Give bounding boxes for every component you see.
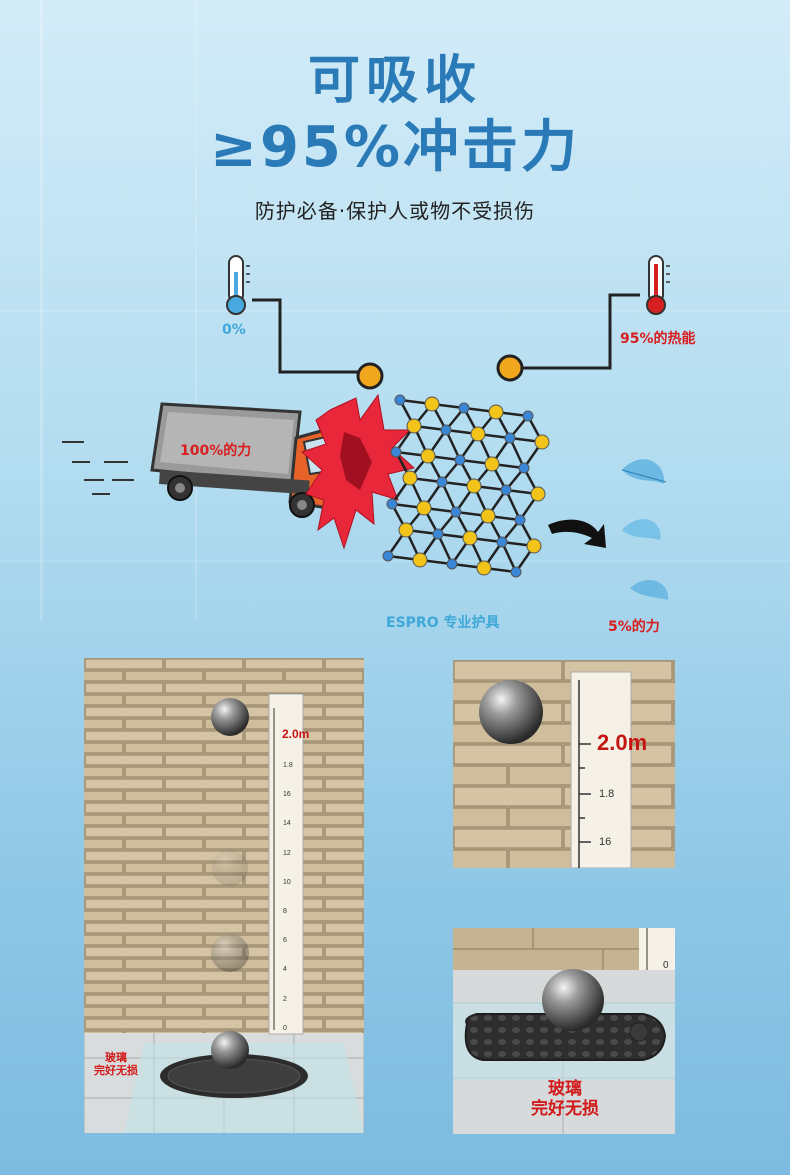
ruler-tick-label: 12 [283,849,291,857]
thermometer-cold-icon [226,255,250,315]
ruler-tick-label: 8 [283,908,287,915]
bg-light-streak [0,560,790,562]
lattice-bond [444,429,462,461]
lattice-node [534,434,550,450]
glass-intact-label: 玻璃 完好无损 [94,1051,138,1077]
bg-light-streak [0,310,790,312]
lattice-node [530,486,546,502]
lattice-node [466,478,482,494]
ruler-zoom-panel: 2.0m 1.8 16 [453,660,675,868]
lattice-node [462,530,478,546]
material-label: ESPRO 专业护具 [386,615,500,631]
impact-zoom-panel: 0 玻璃 完好无损 [453,928,675,1134]
zoom-glass-intact-label: 玻璃 完好无损 [531,1079,599,1119]
lattice-bond [436,533,454,565]
lattice-node [416,500,432,516]
output-force-label: 5%的力 [608,619,660,635]
bg-light-streak [195,0,197,620]
lattice-bond [504,489,522,521]
lattice-node [432,528,444,540]
lattice-node [496,536,508,548]
curved-arrow-icon [548,519,606,548]
feather-icons [621,459,669,600]
lattice-node [500,484,512,496]
impact-zoom-scene [453,928,675,1134]
lattice-node [436,476,448,488]
lattice-node [476,560,492,576]
lattice-node [518,462,530,474]
lattice-node [446,558,458,570]
zoom-ruler-top-mark: 2.0m [597,730,648,755]
ruler-tick-label: 6 [283,937,287,945]
ruler-top-mark: 2.0m [282,727,310,741]
ruler-tick-label: 4 [283,966,287,974]
lattice-node [412,552,428,568]
lattice-node [382,550,394,562]
truck-force-label: 100%的力 [180,443,252,459]
lattice-node [386,498,398,510]
lattice-node [526,538,542,554]
page-title-line1: 可吸收 [307,51,482,111]
lattice-bond [508,437,526,469]
heat-wire-right [520,293,640,370]
page-title-line2: ≥95%冲击力 [210,115,580,180]
lattice-node [440,424,452,436]
molecular-lattice [382,394,550,578]
lattice-node [402,470,418,486]
page-subtitle: 防护必备·保护人或物不受损伤 [254,199,536,223]
lattice-node [458,402,470,414]
heat-energy-label: 95%的热能 [620,331,696,347]
ruler-tick-label: 16 [283,791,291,799]
ruler-zoom-scene [453,660,675,868]
lattice-node [484,456,500,472]
lattice-node [424,396,440,412]
lattice-node [406,418,422,434]
lattice-node [394,394,406,406]
zoom-ruler-zero: 0 [663,960,669,971]
lattice-node [510,566,522,578]
lattice-bond [440,481,458,513]
ruler-tick-label: 10 [283,878,291,886]
bg-light-streak [40,0,43,620]
ruler-tick-label: 14 [283,820,291,828]
zoom-tick-2: 16 [599,836,612,848]
motion-lines [62,441,134,495]
lattice-bond [500,541,518,573]
lattice-node [488,404,504,420]
lattice-node [420,448,436,464]
lattice-node [504,432,516,444]
heat-wire-left [252,298,360,374]
drop-test-scene [84,658,364,1133]
lattice-node [522,410,534,422]
impact-absorption-diagram [62,255,670,600]
lattice-node [390,446,402,458]
lattice-node [514,514,526,526]
ruler-tick-label: 2 [283,995,287,1003]
lattice-node [398,522,414,538]
drop-test-panel: 2.0m 1.8 16 14 12 10 8 6 4 2 0 玻璃 完好无损 [84,658,364,1133]
lattice-node [470,426,486,442]
lattice-node [450,506,462,518]
zoom-tick-1: 1.8 [599,788,615,800]
ruler-tick-label: 0 [283,1024,287,1032]
lattice-node [454,454,466,466]
ruler-tick-label: 1.8 [283,762,293,769]
thermometer-hot-icon [646,255,670,315]
lattice-node [480,508,496,524]
cold-temp-label: 0% [222,322,246,338]
